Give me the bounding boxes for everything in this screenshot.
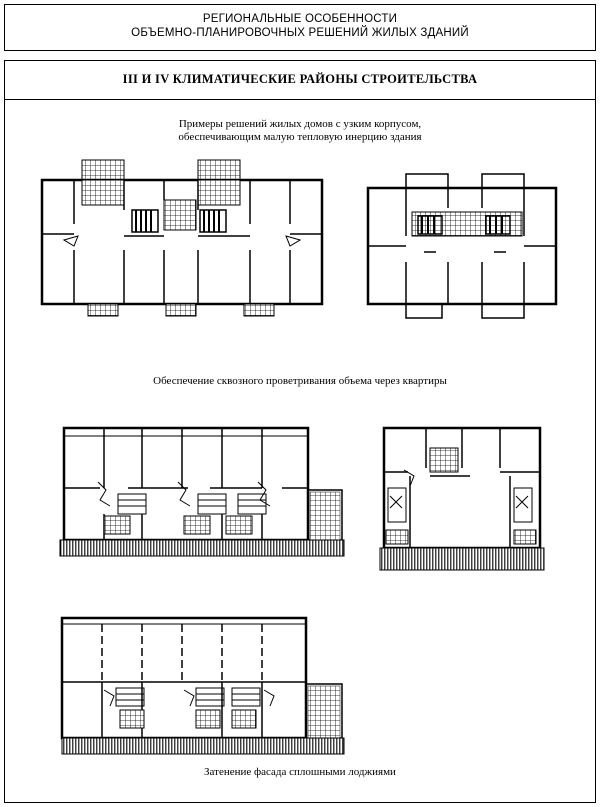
caption-shading: Затенение фасада сплошными лоджиями xyxy=(204,766,396,778)
plan-narrow-building-a xyxy=(40,159,324,317)
plan-shading-loggias xyxy=(60,616,345,755)
plan-narrow-building-b xyxy=(366,173,558,319)
plan-ventilation-a xyxy=(59,426,345,557)
header-line-1: РЕГИОНАЛЬНЫЕ ОСОБЕННОСТИ xyxy=(202,13,398,25)
caption-narrow-line-1: Примеры решений жилых домов с узким корп… xyxy=(178,118,422,130)
caption-ventilation: Обеспечение сквозного проветривания объе… xyxy=(153,375,447,387)
plan-ventilation-b xyxy=(379,426,545,571)
header-line-2: ОБЪЕМНО-ПЛАНИРОВОЧНЫХ РЕШЕНИЙ ЖИЛЫХ ЗДАН… xyxy=(131,27,469,39)
section-title: III И IV КЛИМАТИЧЕСКИЕ РАЙОНЫ СТРОИТЕЛЬС… xyxy=(5,61,595,100)
caption-narrow-line-2: обеспечивающим малую тепловую инерцию зд… xyxy=(178,131,422,143)
header-box: РЕГИОНАЛЬНЫЕ ОСОБЕННОСТИ ОБЪЕМНО-ПЛАНИРО… xyxy=(4,4,596,51)
main-panel: III И IV КЛИМАТИЧЕСКИЕ РАЙОНЫ СТРОИТЕЛЬС… xyxy=(4,60,596,803)
